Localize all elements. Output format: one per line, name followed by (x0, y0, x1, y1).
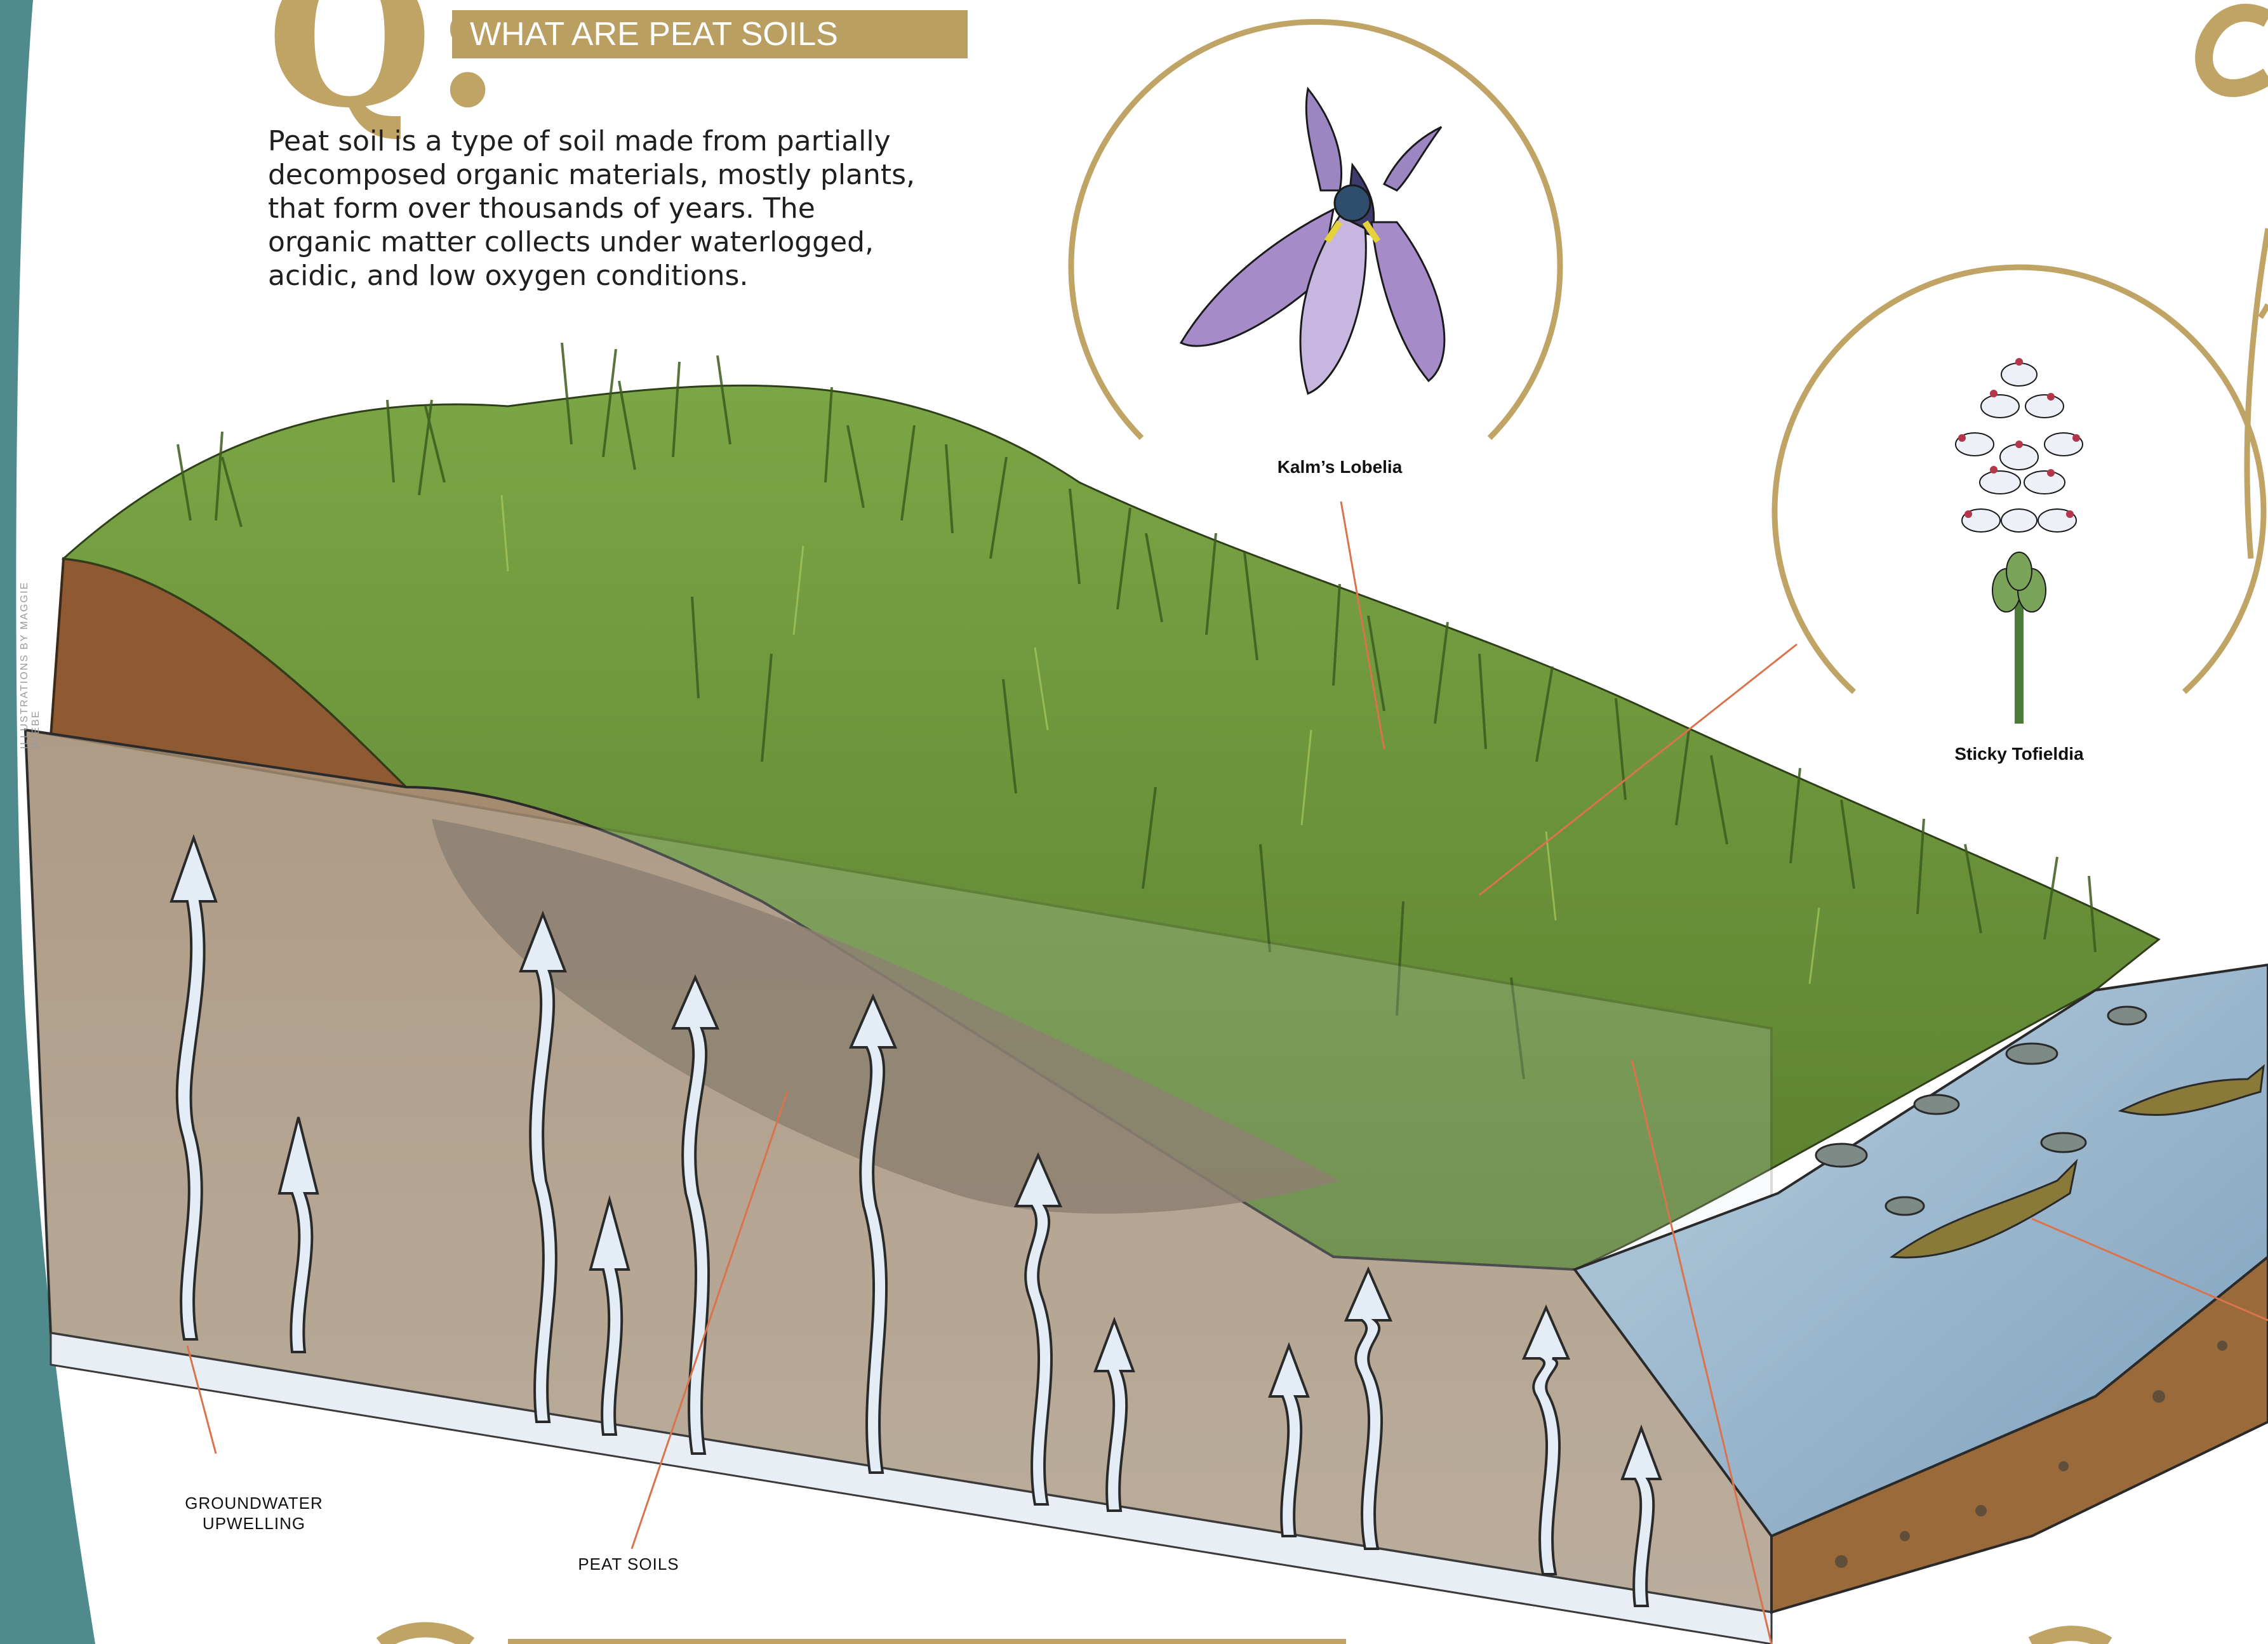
intro-line: decomposed organic materials, mostly pla… (268, 158, 1004, 192)
intro-line: acidic, and low oxygen conditions. (268, 259, 1004, 293)
tofieldia-flower (1956, 358, 2083, 724)
intro-line: that form over thousands of years. The (268, 192, 1004, 225)
lobelia-flower (1181, 89, 1444, 394)
intro-line: organic matter collects under waterlogge… (268, 225, 1004, 259)
label-kalms-lobelia: Kalm’s Lobelia (1206, 457, 1473, 477)
label-sticky-tofieldia: Sticky Tofieldia (1892, 744, 2146, 764)
label-groundwater-upwelling: GROUNDWATER UPWELLING (159, 1493, 349, 1534)
intro-line: Peat soil is a type of soil made from pa… (268, 124, 1004, 158)
label-line: UPWELLING (159, 1513, 349, 1534)
title-banner: WHAT ARE PEAT SOILS (452, 10, 968, 58)
intro-paragraph: Peat soil is a type of soil made from pa… (268, 124, 1004, 293)
label-peat-soils: PEAT SOILS (533, 1554, 724, 1574)
label-line: GROUNDWATER (159, 1493, 349, 1513)
illustration-credit: ILLUSTRATIONS BY MAGGIE WIEBE (19, 559, 38, 749)
page-title: WHAT ARE PEAT SOILS (470, 15, 838, 53)
